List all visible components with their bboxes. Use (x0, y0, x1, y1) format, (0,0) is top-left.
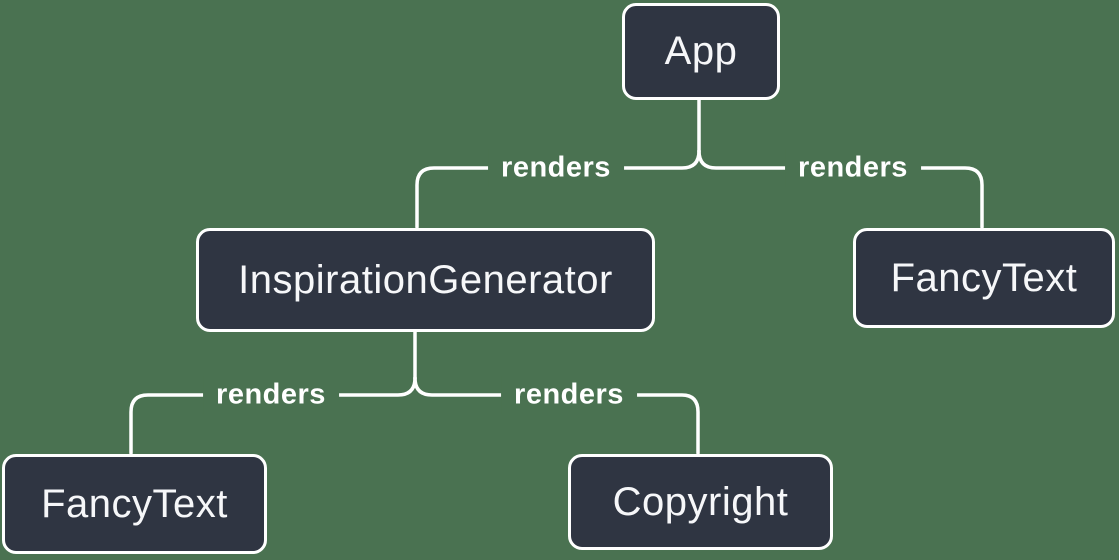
node-app-label: App (664, 29, 738, 73)
edge-label-renders-3: renders (203, 375, 339, 415)
node-app: App (622, 3, 780, 100)
node-copyright-label: Copyright (612, 479, 789, 524)
node-inspiration-generator-label: InspirationGenerator (238, 257, 613, 302)
edge-app-fancy-text (697, 149, 984, 229)
node-fancy-text-top-label: FancyText (890, 255, 1078, 300)
node-fancy-text-top: FancyText (853, 228, 1115, 328)
node-copyright: Copyright (568, 454, 833, 550)
edge-app-inspiration-generator (415, 149, 701, 229)
edge-label-renders-2: renders (785, 148, 921, 188)
edge-label-renders-4: renders (501, 375, 637, 415)
edge-inspiration-generator-copyright (413, 376, 700, 455)
node-inspiration-generator: InspirationGenerator (196, 228, 655, 332)
node-fancy-text-bottom-label: FancyText (41, 481, 228, 526)
edge-inspiration-generator-fancy-text (129, 376, 417, 455)
node-fancy-text-bottom: FancyText (2, 454, 267, 554)
edge-label-renders-1: renders (488, 148, 624, 188)
